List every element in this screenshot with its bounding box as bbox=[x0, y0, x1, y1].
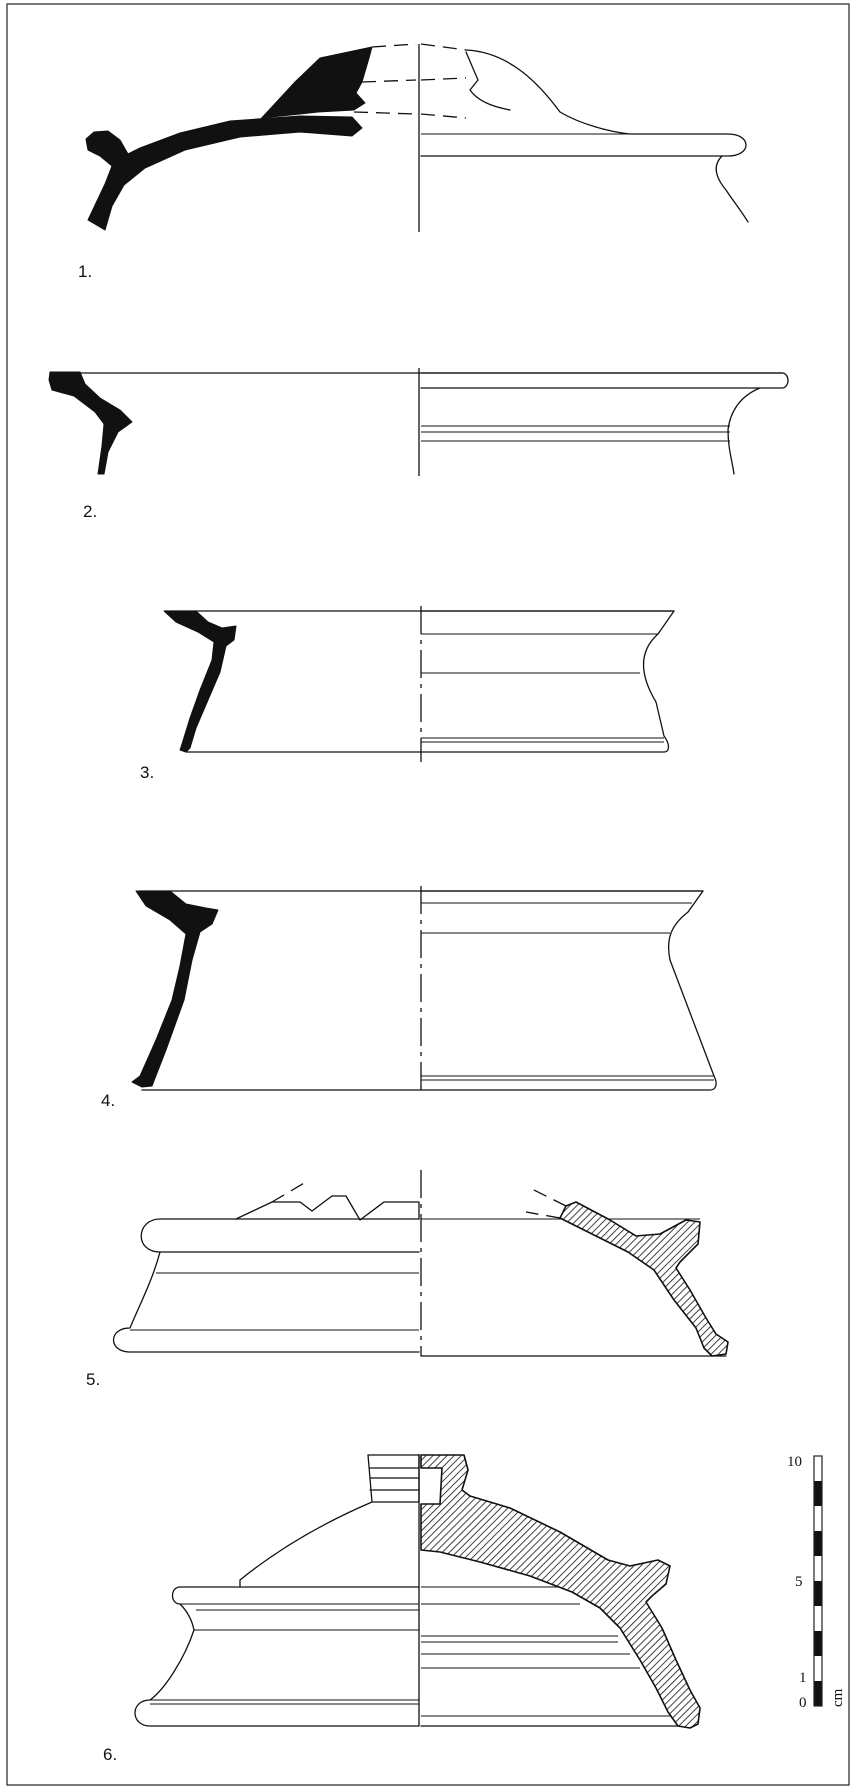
vessel-5-outline-left bbox=[113, 1218, 420, 1353]
vessel-2-outline-right bbox=[420, 372, 789, 475]
figure-label-2: 2. bbox=[83, 502, 97, 521]
vessel-3-section-profile bbox=[163, 610, 237, 753]
scale-unit-label: cm bbox=[830, 1688, 846, 1707]
vessel-3: 3. bbox=[140, 606, 675, 782]
vessel-4: 4. bbox=[101, 886, 717, 1110]
scale-segment bbox=[814, 1456, 822, 1481]
scale-tick-10: 10 bbox=[787, 1454, 802, 1470]
figure-label-4: 4. bbox=[101, 1091, 115, 1110]
figure-label-1: 1. bbox=[78, 262, 92, 281]
vessel-2-section-profile bbox=[48, 371, 133, 475]
vessel-1-reconstruction-right bbox=[420, 43, 467, 119]
vessel-6-body-left bbox=[134, 1586, 420, 1727]
vessel-1-lid: 1. bbox=[78, 43, 749, 281]
scale-bar: 10 5 1 0 cm bbox=[787, 1454, 846, 1711]
scale-segment bbox=[814, 1506, 822, 1531]
scale-tick-0: 0 bbox=[799, 1695, 807, 1711]
plate-frame bbox=[6, 3, 850, 1786]
scale-tick-1: 1 bbox=[799, 1670, 807, 1686]
vessel-4-section-profile bbox=[131, 890, 219, 1088]
vessel-1-section-profile bbox=[85, 115, 363, 231]
figure-label-5: 5. bbox=[86, 1370, 100, 1389]
figure-label-6: 6. bbox=[103, 1745, 117, 1764]
scale-segment bbox=[814, 1631, 822, 1656]
vessel-1-reconstruction-left bbox=[353, 43, 417, 115]
vessel-5-reconstruction-left bbox=[271, 1181, 307, 1203]
scale-segment bbox=[814, 1606, 822, 1631]
vessel-6-lid-dome-left bbox=[239, 1501, 373, 1588]
scale-bar-segments bbox=[814, 1456, 822, 1706]
vessel-6-section-profile bbox=[420, 1454, 701, 1729]
scale-segment bbox=[814, 1481, 822, 1506]
vessel-5-reconstruction-right bbox=[525, 1187, 567, 1219]
vessel-1-knob-right bbox=[465, 51, 511, 111]
vessel-5: 5. bbox=[86, 1170, 729, 1389]
figure-label-3: 3. bbox=[140, 763, 154, 782]
vessel-1-outline-right bbox=[420, 49, 747, 157]
vessel-5-section-profile bbox=[559, 1201, 729, 1357]
vessel-1-handle-profile bbox=[257, 46, 373, 123]
scale-tick-5: 5 bbox=[795, 1574, 803, 1590]
vessel-2: 2. bbox=[48, 368, 789, 521]
vessel-5-lid-fragment bbox=[235, 1195, 420, 1221]
scale-segment bbox=[814, 1556, 822, 1581]
scale-segment bbox=[814, 1531, 822, 1556]
scale-segment bbox=[814, 1656, 822, 1681]
vessel-6-knob-left bbox=[367, 1454, 420, 1503]
vessel-4-outline-right bbox=[420, 890, 717, 1091]
scale-bar-outline bbox=[813, 1455, 823, 1707]
scale-segment bbox=[814, 1581, 822, 1606]
vessel-6: 6. bbox=[103, 1454, 701, 1764]
vessel-1-flange-right bbox=[715, 155, 749, 223]
vessel-3-outline-right bbox=[420, 610, 675, 753]
scale-segment bbox=[814, 1681, 822, 1706]
